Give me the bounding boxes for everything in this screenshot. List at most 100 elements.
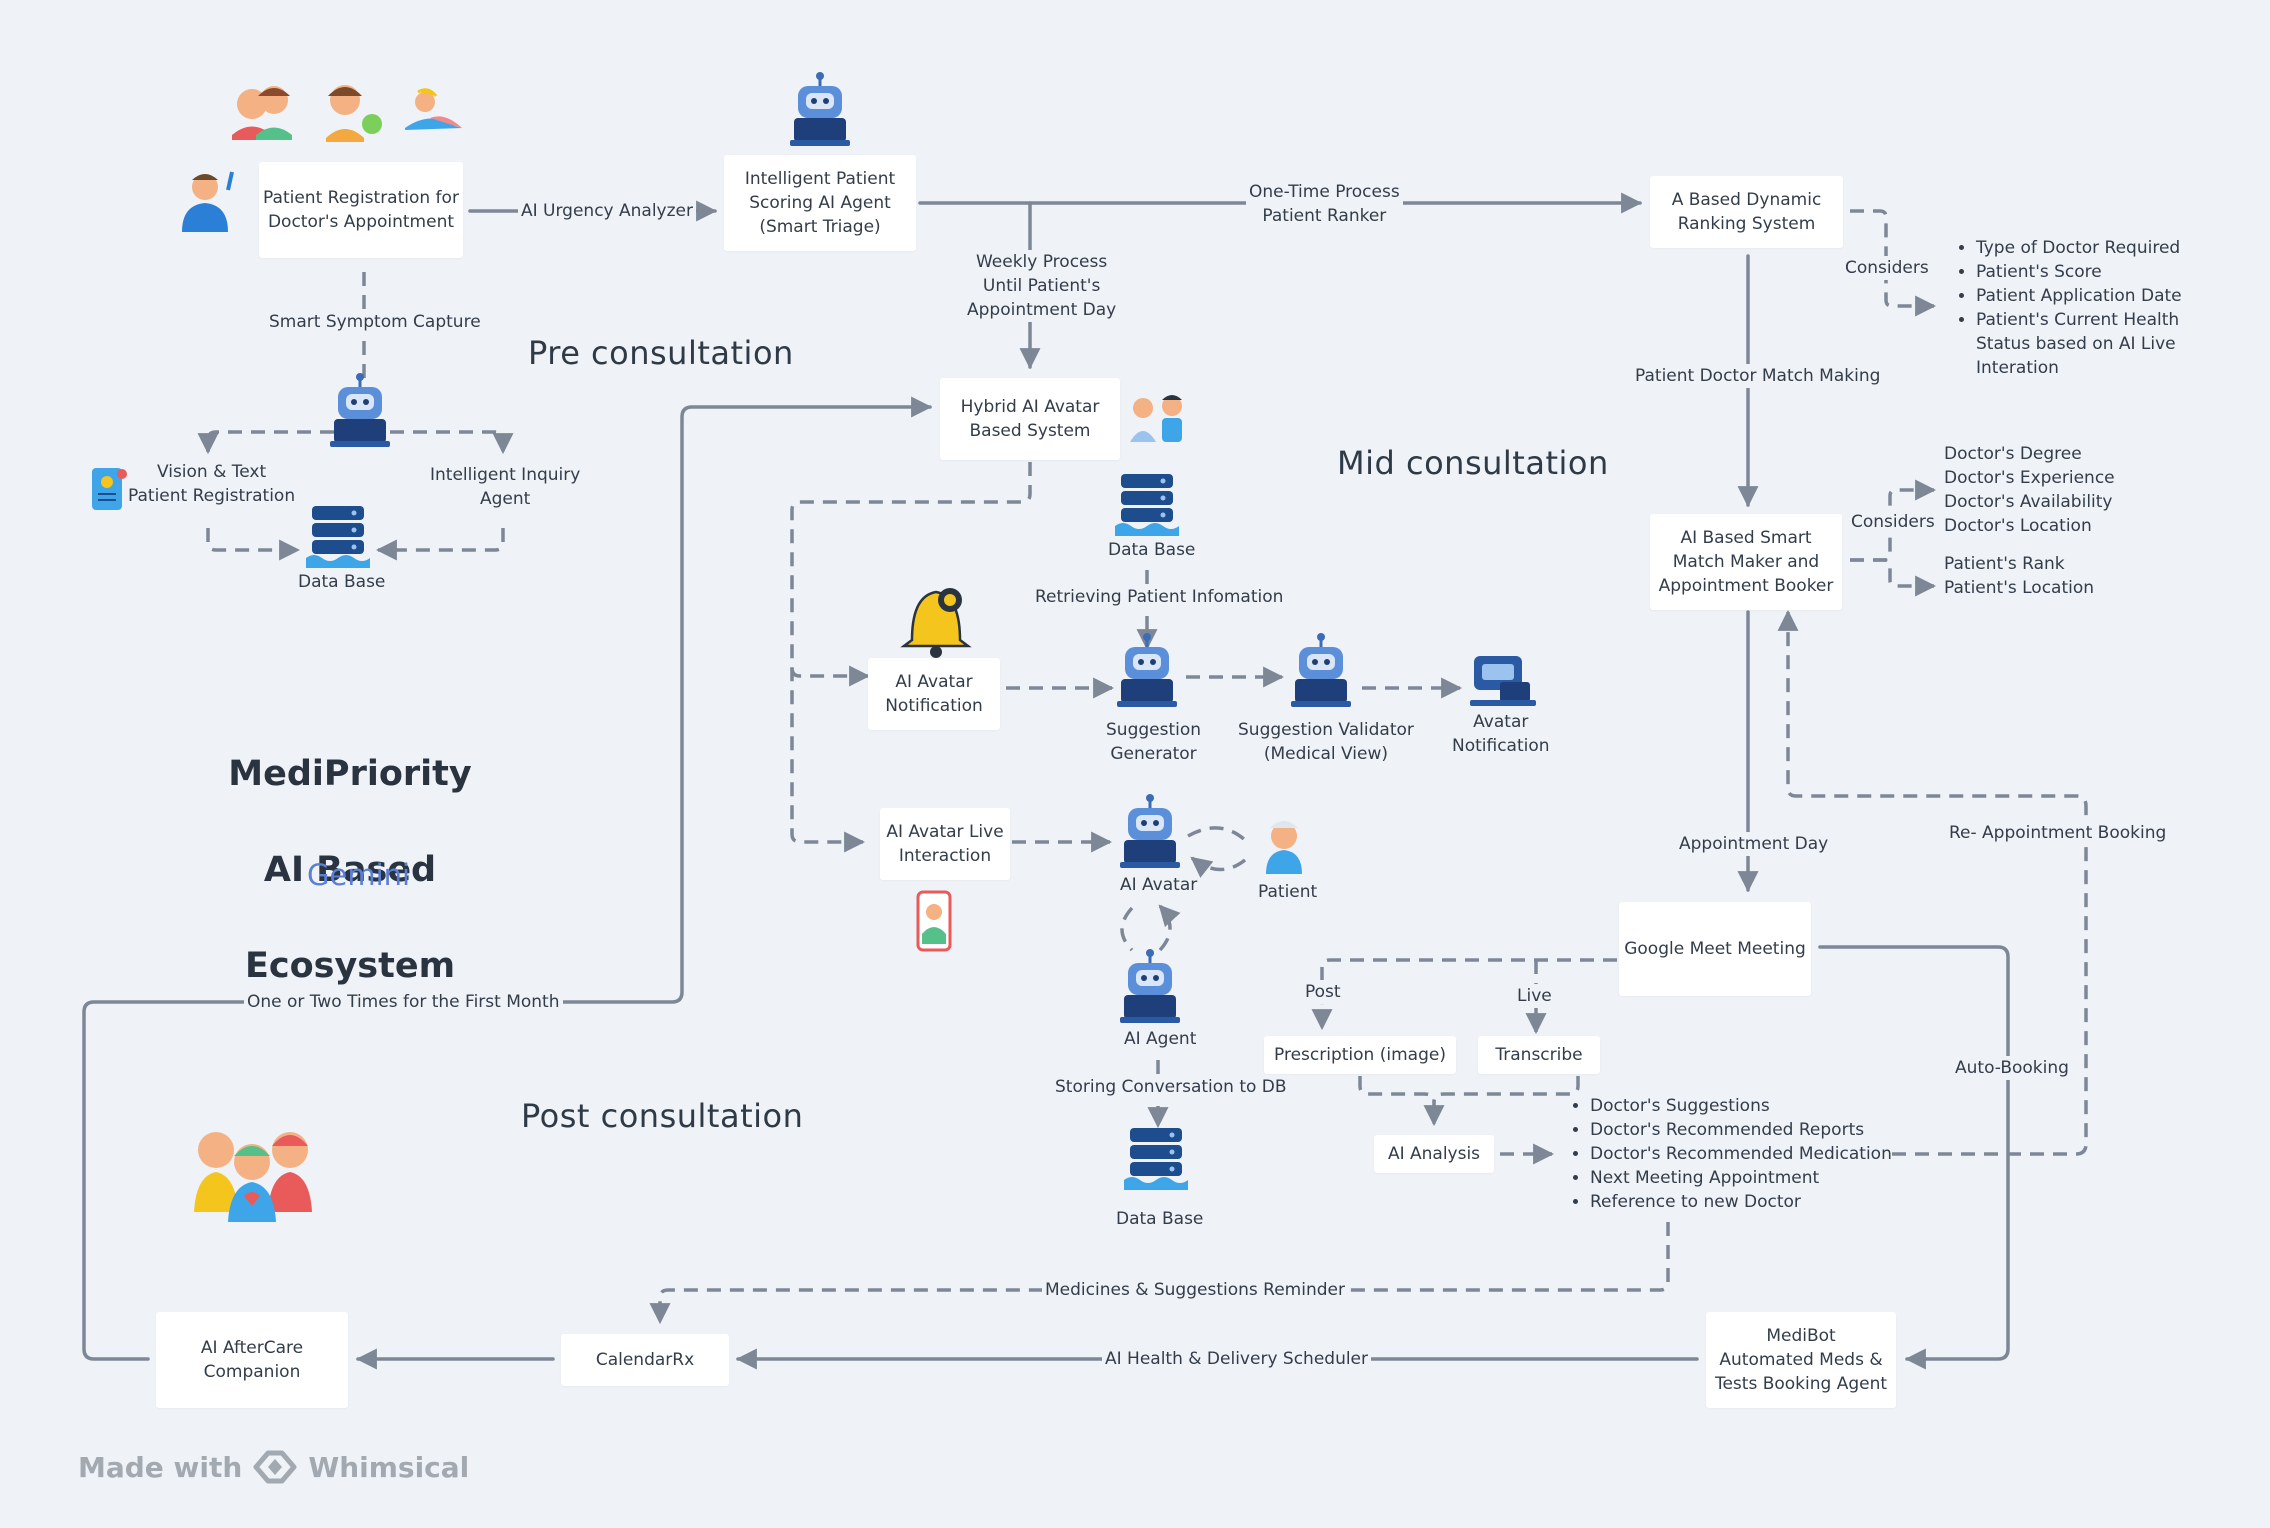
list-item: Patient's Current Health Status based on… [1976,308,2182,380]
label-scheduler: AI Health & Delivery Scheduler [1102,1347,1372,1371]
node-transcribe[interactable]: Transcribe [1478,1036,1600,1074]
capture-robot-icon [328,371,392,449]
label-patient: Patient [1258,882,1318,902]
avatar-robot-icon [1118,792,1182,870]
list-item: Doctor's Degree [1944,444,2082,464]
generator-robot-icon [1115,631,1179,709]
label-storing: Storing Conversation to DB [1052,1075,1290,1099]
node-ai-analysis[interactable]: AI Analysis [1374,1135,1494,1173]
title-line-3: Ecosystem [244,946,456,986]
label-ai-agent: AI Agent [1124,1029,1197,1049]
label-avatar-notification: Avatar Notification [1452,712,1550,756]
label-auto-booking: Auto-Booking [1952,1056,2072,1080]
label-urgency: AI Urgency Analyzer [518,199,696,223]
edge-meet-to-prescription [1311,958,1617,1031]
node-prescription[interactable]: Prescription (image) [1264,1036,1456,1074]
patients-group-icon [232,85,462,142]
analysis-output-list: Doctor's Suggestions Doctor's Recommende… [1570,1094,1892,1214]
label-suggestion-validator: Suggestion Validator (Medical View) [1238,720,1414,764]
edge-vision-to-db [206,528,301,561]
list-item: Doctor's Recommended Medication [1590,1142,1892,1166]
list-item: Patient's Score [1976,260,2182,284]
node-hybrid-avatar[interactable]: Hybrid AI Avatar Based System [940,378,1120,460]
doctor-icon [182,171,234,232]
considers-list: Type of Doctor Required Patient's Score … [1956,236,2182,380]
label-database-pre: Data Base [298,572,386,592]
list-item: Patient's Rank [1944,554,2065,574]
label-first-month: One or Two Times for the First Month [244,990,563,1014]
list-item: Type of Doctor Required [1976,236,2182,260]
node-patient-registration[interactable]: Patient Registration for Doctor's Appoin… [259,162,463,258]
edge-capture-to-vision [197,430,334,455]
label-symptom-capture: Smart Symptom Capture [266,310,484,334]
doctor-patient-icon [1130,395,1182,442]
edge-hybrid-to-branch [790,462,1032,853]
section-pre-consultation: Pre consultation [528,334,794,372]
list-item: Next Meeting Appointment [1590,1166,1892,1190]
list-item: Doctor's Location [1944,516,2092,536]
title-line-2: AI Based [263,850,437,890]
phone-call-icon [916,890,952,952]
medical-team-icon [194,1132,312,1222]
patient-icon [1266,821,1302,874]
list-item: Reference to new Doctor [1590,1190,1892,1214]
list-item: Doctor's Recommended Reports [1590,1118,1892,1142]
list-item: Doctor's Experience [1944,468,2115,488]
label-re-booking: Re- Appointment Booking [1946,821,2170,845]
made-with-text: Made with [78,1450,243,1484]
section-mid-consultation: Mid consultation [1337,444,1609,482]
node-calendarrx[interactable]: CalendarRx [561,1334,729,1386]
list-item: Doctor's Availability [1944,492,2113,512]
edge-list-to-rebooking [1777,609,2088,1156]
label-appointment-day: Appointment Day [1676,832,1832,856]
node-avatar-live[interactable]: AI Avatar Live Interaction [880,808,1010,880]
label-vision-text: Vision & Text Patient Registration [128,462,296,506]
label-live: Live [1514,984,1555,1008]
edge-transcribe-to-analysis [1432,1076,1580,1103]
patient-criteria-list: Patient's Rank Patient's Location [1944,552,2094,600]
avatar-notification-robot-icon [1470,656,1536,706]
whimsical-logo-icon [253,1450,297,1484]
scoring-robot-icon [788,70,852,148]
node-aftercare[interactable]: AI AfterCare Companion [156,1312,348,1408]
label-database-post: Data Base [1116,1209,1204,1229]
node-google-meet[interactable]: Google Meet Meeting [1619,902,1811,996]
edge-inquiry-to-db [375,528,505,561]
list-item: Doctor's Suggestions [1590,1094,1892,1118]
label-ai-avatar: AI Avatar [1120,875,1198,895]
edge-matchmaker-patient [1850,558,1937,597]
edge-branch-to-notification [790,665,871,687]
doctor-criteria-list: Doctor's Degree Doctor's Experience Doct… [1944,442,2115,538]
ecosystem-title: MediPriority AI Based Ecosystem [210,702,490,1038]
label-considers-1: Considers [1842,256,1932,280]
label-retrieving: Retrieving Patient Infomation [1032,585,1287,609]
edge-avatar-agent-cycle [1120,906,1170,952]
database-icon-pre [306,506,370,568]
node-avatar-notification[interactable]: AI Avatar Notification [868,658,1000,730]
label-one-time: One-Time Process Patient Ranker [1246,180,1403,228]
title-line-1: MediPriority [228,754,472,794]
label-reminder: Medicines & Suggestions Reminder [1042,1278,1348,1302]
list-item: Patient Application Date [1976,284,2182,308]
label-inquiry-agent: Intelligent Inquiry Agent [430,465,581,509]
database-icon-mid [1115,474,1179,536]
bell-icon [900,588,972,658]
validator-robot-icon [1289,631,1353,709]
node-medibot[interactable]: MediBot Automated Meds & Tests Booking A… [1706,1312,1896,1408]
edge-list-to-calendarrx [649,1222,1670,1325]
agent-robot-icon [1118,947,1182,1025]
edge-capture-to-inquiry [390,430,514,455]
node-dynamic-ranking[interactable]: A Based Dynamic Ranking System [1650,176,1843,248]
node-scoring-agent[interactable]: Intelligent Patient Scoring AI Agent (Sm… [724,155,916,251]
label-database-mid: Data Base [1108,540,1196,560]
label-match-making: Patient Doctor Match Making [1632,364,1884,388]
node-match-maker[interactable]: AI Based Smart Match Maker and Appointme… [1650,514,1842,610]
whimsical-watermark[interactable]: Made with Whimsical [78,1448,469,1486]
label-weekly: Weekly Process Until Patient's Appointme… [964,250,1120,322]
label-post: Post [1302,980,1344,1004]
gemini-logo: Gemini [307,858,411,892]
section-post-consultation: Post consultation [521,1097,804,1135]
edge-avatar-patient-cycle [1188,826,1247,870]
whimsical-brand-text: Whimsical [308,1450,470,1484]
list-item: Patient's Location [1944,578,2095,598]
